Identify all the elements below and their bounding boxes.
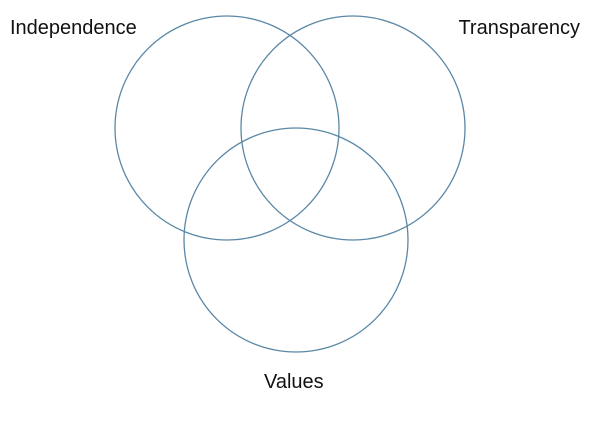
set-label-values: Values bbox=[264, 371, 324, 393]
venn-circle-values bbox=[183, 127, 409, 353]
set-label-independence: Independence bbox=[10, 17, 137, 39]
venn-circle-independence bbox=[114, 15, 340, 241]
set-label-transparency: Transparency bbox=[458, 17, 580, 39]
venn-circle-transparency bbox=[240, 15, 466, 241]
